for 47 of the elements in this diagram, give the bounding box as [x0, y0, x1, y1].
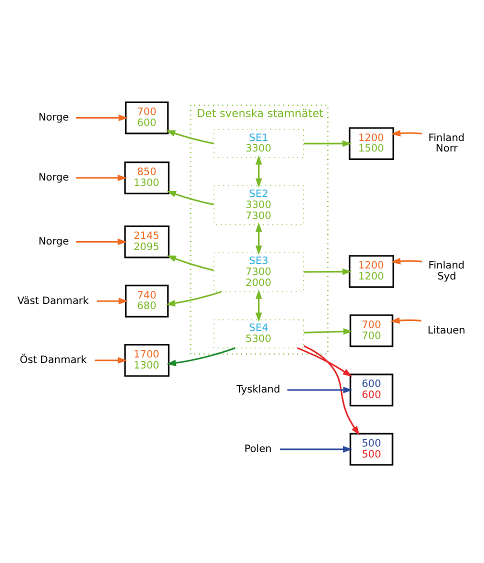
node-text: Norge	[38, 172, 69, 184]
node-box: 850 1300	[124, 161, 170, 194]
arrow	[166, 190, 214, 205]
arrow	[297, 346, 352, 376]
arrow	[304, 344, 360, 435]
node-text: Norge	[38, 236, 69, 247]
node-text: Norge	[38, 112, 69, 123]
node-text: Finland Syd	[428, 260, 465, 282]
arrow	[391, 257, 422, 264]
node-box: 1200 1200	[348, 254, 394, 288]
node-box: 500 500	[350, 432, 394, 466]
arrow	[166, 290, 222, 306]
arrow	[94, 356, 128, 364]
node-text: Litauen	[428, 324, 466, 336]
arrow	[76, 238, 128, 245]
node-text: Tyskland	[236, 384, 280, 396]
node-box: SE1 3300	[214, 128, 304, 158]
node-text: Finland Norr	[428, 132, 465, 154]
node-text: Öst Danmark	[20, 354, 87, 366]
node-box: SE3 7300 2000	[214, 252, 304, 292]
arrow	[304, 268, 352, 274]
node-text: Polen	[244, 443, 272, 454]
node-box: 740 680	[125, 284, 169, 317]
arrow	[76, 174, 128, 181]
node-box: 1200 1500	[348, 126, 394, 160]
node-box: SE4 5300	[214, 318, 304, 348]
node-box: 700 600	[125, 100, 169, 134]
node-text: Väst Danmark	[17, 295, 89, 306]
arrow	[287, 386, 353, 393]
arrow	[96, 297, 128, 304]
arrow	[280, 446, 352, 452]
arrow	[166, 130, 214, 144]
node-box: 1700 1300	[124, 344, 170, 376]
arrow	[255, 154, 262, 188]
arrow	[166, 346, 236, 366]
arrow	[255, 289, 262, 322]
arrow	[76, 114, 128, 121]
arrow	[304, 140, 352, 146]
arrow	[255, 222, 262, 254]
arrow	[391, 130, 422, 136]
arrow	[304, 328, 353, 334]
node-box: 2145 2095	[124, 224, 170, 258]
node-box: SE2 3300 7300	[214, 184, 304, 225]
node-box: 600 600	[350, 373, 394, 406]
arrow	[166, 254, 214, 271]
node-box: 700 700	[350, 314, 394, 347]
arrow	[390, 316, 422, 324]
